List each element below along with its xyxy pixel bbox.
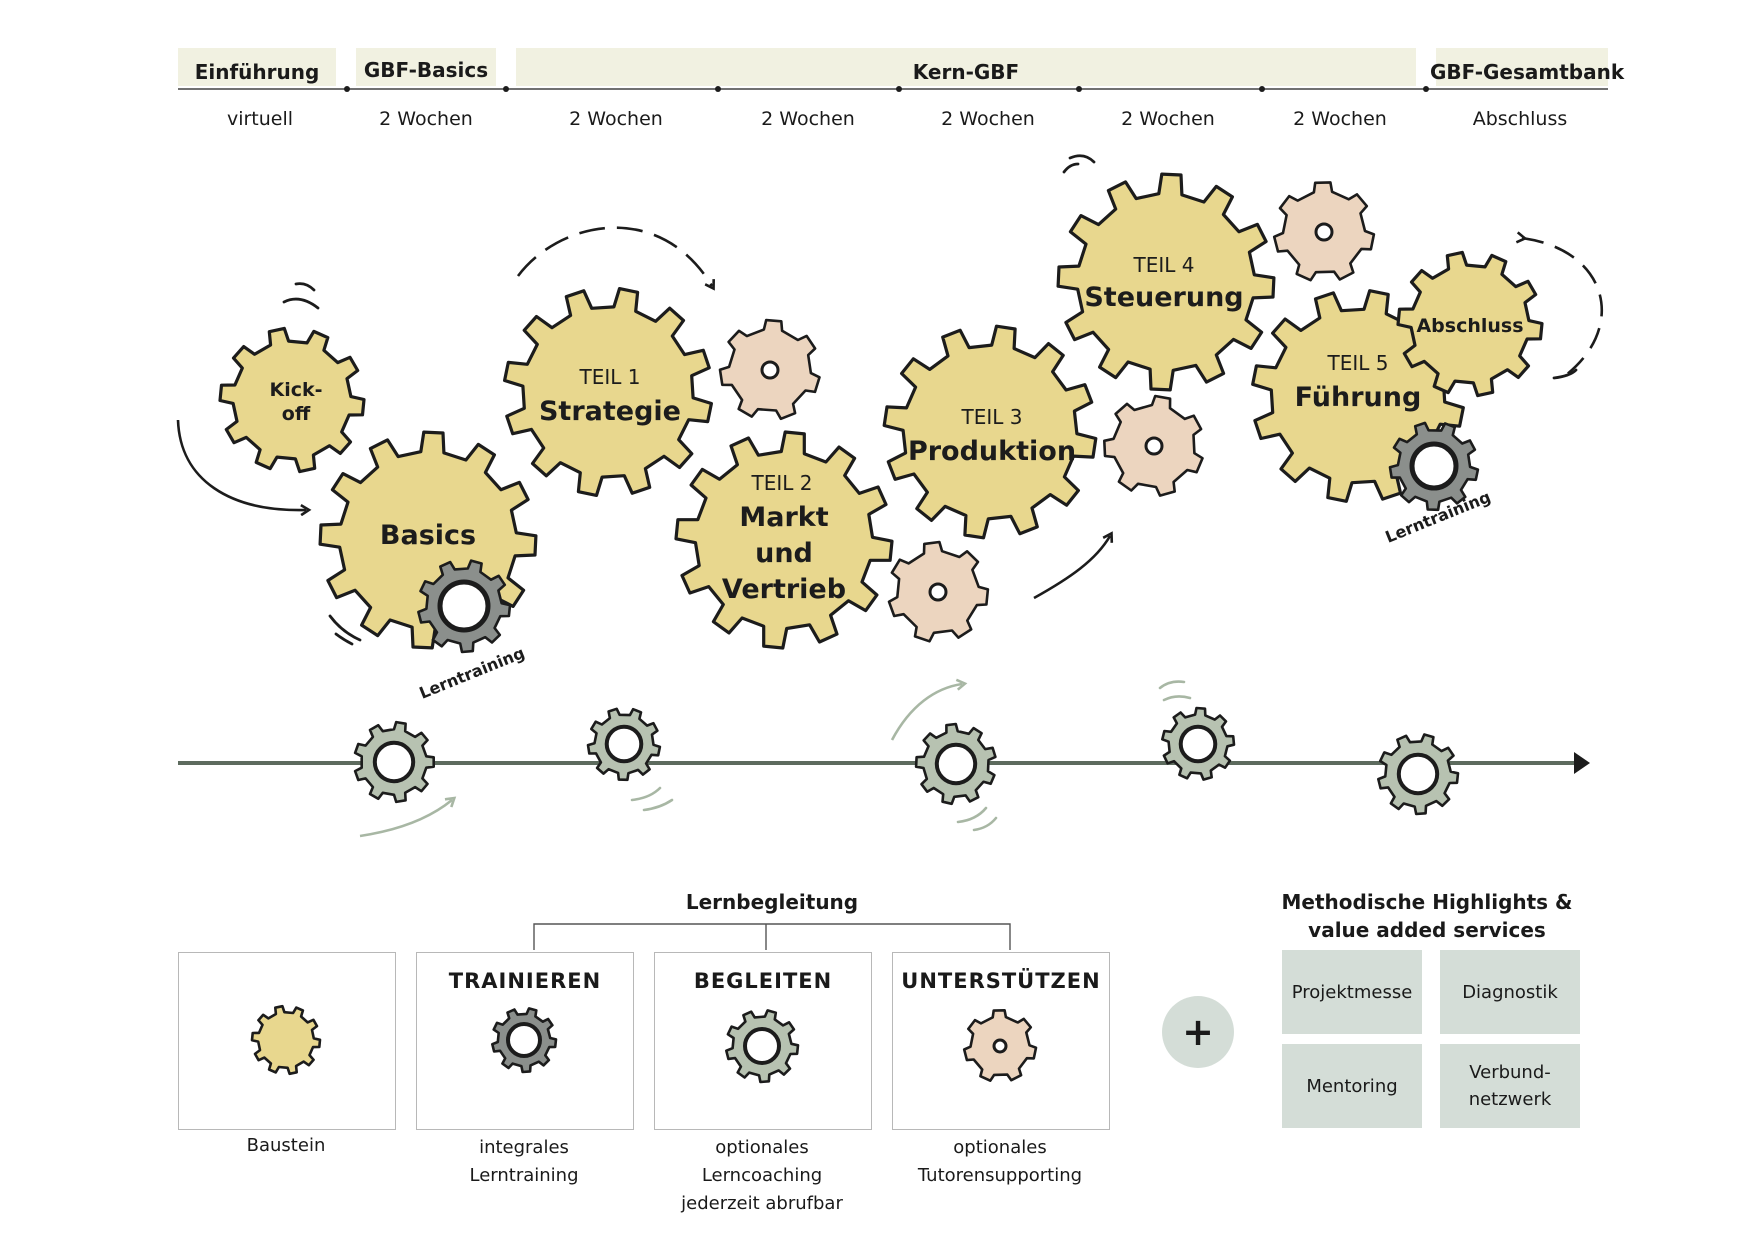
timeline-arrow-left [359, 800, 452, 838]
lernbegleitung-heading: Lernbegleitung [685, 890, 859, 914]
gear-teil4 [1056, 172, 1276, 392]
legend-title-trainieren: TRAINIEREN [448, 969, 602, 993]
legend-caption-begleiten: optionales Lerncoaching jederzeit abrufb… [681, 1137, 843, 1214]
gear-label-teil5-name: Führung [1295, 382, 1422, 413]
gear-label-basics: Basics [380, 520, 476, 551]
gear-unterstuetzen [887, 540, 990, 643]
gear-label-teil4-num: TEIL 4 [1133, 253, 1195, 277]
duration-label: 2 Wochen [941, 108, 1035, 130]
gear-teil3 [882, 324, 1098, 540]
phase-bar-gesamtbank [1436, 48, 1608, 86]
duration-label: virtuell [226, 108, 294, 130]
gear-teil1 [503, 287, 713, 497]
phase-label-kern: Kern-GBF [912, 60, 1020, 84]
gear-label-teil1-num: TEIL 1 [579, 365, 641, 389]
phase-label-gesamtbank: GBF-Gesamtbank [1430, 60, 1625, 84]
tile-diagnostik: Diagnostik [1440, 950, 1580, 1034]
legend-caption-baustein: Baustein [246, 1135, 326, 1156]
tile-mentoring: Mentoring [1282, 1044, 1422, 1128]
gear-label-teil2-name: und [755, 538, 813, 569]
entry-arrow [176, 419, 306, 510]
legend-icon-baustein [250, 1004, 322, 1076]
produktion-arrow [1033, 536, 1110, 600]
legend-caption-unterstuetzen: optionales Tutorensupporting [917, 1137, 1083, 1186]
gear-label-teil2-num: TEIL 2 [751, 471, 813, 495]
gear-unterstuetzen [718, 318, 821, 421]
gear-lerntraining-fuehrung [1388, 421, 1480, 512]
duration-label: 2 Wochen [1121, 108, 1215, 130]
legend-icon-unterstuetzen [962, 1009, 1038, 1082]
gear-begleiten-timeline [1161, 706, 1236, 781]
phase-label-einfuehrung: Einführung [194, 60, 320, 84]
gear-label-kickoff: off [282, 403, 311, 425]
motion-lines [282, 154, 1578, 646]
legend-title-begleiten: BEGLEITEN [693, 969, 833, 993]
phase-bar-einfuehrung [178, 48, 336, 86]
gear-label-teil3-name: Produktion [908, 436, 1076, 467]
duration-label: 2 Wochen [569, 108, 663, 130]
timeline-arrow-center [890, 684, 962, 741]
gear-label-teil1-name: Strategie [539, 396, 681, 427]
duration-label: 2 Wochen [761, 108, 855, 130]
highlights-heading-line: Methodische Highlights & [1281, 890, 1573, 914]
gear-begleiten-timeline [1377, 733, 1460, 816]
gear-unterstuetzen [1272, 181, 1376, 282]
gear-teil2 [674, 430, 894, 650]
gear-abschluss [1396, 250, 1544, 398]
tile-verbundnetzwerk: Verbund- netzwerk [1440, 1044, 1580, 1128]
gear-label-teil2-name: Vertrieb [722, 574, 846, 605]
gear-diagram: Kick- off Basics TEIL 1 Strategie TEIL 2… [176, 154, 1603, 838]
phase-label-basics: GBF-Basics [363, 58, 489, 82]
gear-label-abschluss: Abschluss [1416, 315, 1523, 337]
timeline-arrowhead [1574, 752, 1590, 774]
highlights-heading: Methodische Highlights & value added ser… [1262, 888, 1592, 944]
highlights-heading-line: value added services [1308, 918, 1546, 942]
gear-label-kickoff: Kick- [269, 379, 322, 401]
legend-gear-icons [250, 1004, 1038, 1084]
gear-unterstuetzen [1103, 394, 1204, 497]
legend-icon-trainieren [491, 1007, 558, 1074]
gear-begleiten-timeline [353, 720, 435, 804]
gear-lerntraining-basics [417, 559, 512, 654]
gear-label-teil3-num: TEIL 3 [961, 405, 1023, 429]
legend-title-unterstuetzen: UNTERSTÜTZEN [901, 969, 1101, 993]
duration-label: Abschluss [1472, 108, 1568, 130]
lernbegleitung-connector [533, 923, 1011, 950]
plus-icon: + [1162, 996, 1234, 1068]
gear-begleiten-timeline [586, 707, 662, 782]
gear-begleiten-timeline [914, 722, 997, 806]
duration-label: 2 Wochen [1293, 108, 1387, 130]
gear-label-teil4-name: Steuerung [1084, 282, 1243, 313]
phase-bar-kern [516, 48, 1416, 86]
gear-label-teil2-name: Markt [739, 502, 828, 533]
phase-divider-line [178, 86, 1608, 92]
gear-kickoff [218, 326, 366, 474]
plus-sign: + [1182, 1010, 1214, 1054]
legend-caption-trainieren: integrales Lerntraining [469, 1137, 579, 1186]
tile-projektmesse: Projektmesse [1282, 950, 1422, 1034]
abschluss-arrow [1522, 238, 1603, 380]
strategie-arrow [516, 226, 712, 286]
phase-bar-basics [356, 48, 496, 86]
gear-label-teil5-num: TEIL 5 [1327, 351, 1389, 375]
timeline-motion-lines [630, 680, 1192, 832]
legend-icon-begleiten [725, 1009, 800, 1084]
duration-label: 2 Wochen [379, 108, 473, 130]
